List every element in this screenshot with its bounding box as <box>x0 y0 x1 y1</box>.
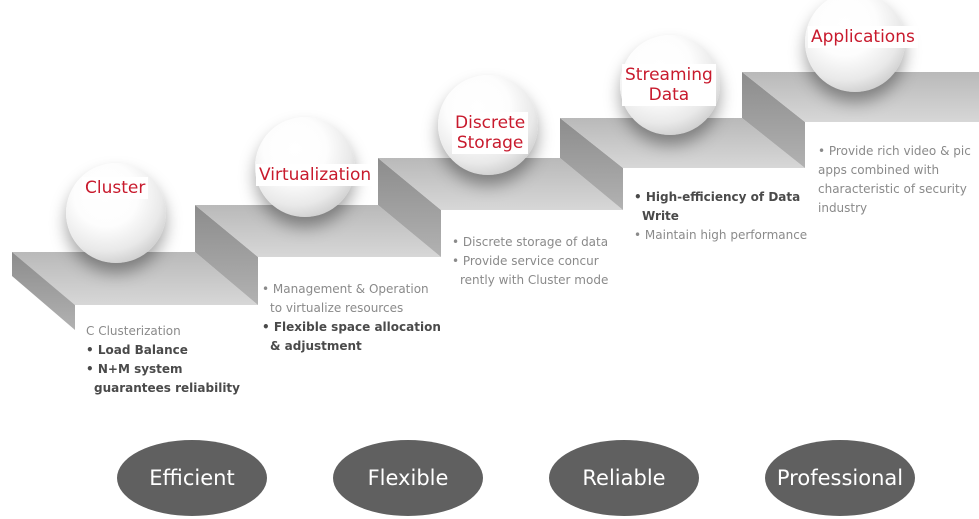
streaming-data-point-1-text: High-efficiency of Data <box>645 190 801 204</box>
discrete-storage-point-1: • Discrete storage of data <box>452 233 608 252</box>
bullet-icon: • <box>86 343 94 357</box>
virtualization-title: Virtualization <box>256 164 375 186</box>
applications-point-1-text: Provide rich video & pic <box>828 144 971 158</box>
bullet-icon: • <box>452 254 460 268</box>
step-1-top <box>12 252 258 305</box>
applications-title: Applications <box>808 26 918 48</box>
discrete-storage-title-line-2: Storage <box>456 133 524 153</box>
cluster-point-3: • N+M system <box>86 360 240 379</box>
discrete-storage-point-1-text: Discrete storage of data <box>462 235 609 249</box>
riser-2 <box>378 158 441 257</box>
riser-4 <box>742 72 805 168</box>
applications-point-1: • Provide rich video & pic <box>818 142 979 161</box>
bullet-icon: • <box>262 320 270 334</box>
pillar-professional: Professional <box>765 440 915 516</box>
streaming-data-point-2-text: Maintain high performance <box>644 228 808 242</box>
streaming-data-point-2: • Maintain high performance <box>634 226 807 245</box>
applications-point-1-cont-1: apps combined with <box>818 163 940 177</box>
streaming-data-title-line-2: Data <box>648 85 690 105</box>
discrete-storage-point-2-text: Provide service concur <box>462 254 599 268</box>
streaming-data-description: • High-efficiency of Data Write • Mainta… <box>634 188 807 245</box>
virtualization-point-1-cont: to virtualize resources <box>270 301 404 315</box>
step-2-top <box>195 205 441 257</box>
cluster-point-3-text: N+M system <box>97 362 183 376</box>
riser-1 <box>195 205 258 305</box>
streaming-data-point-1-cont: Write <box>642 209 679 223</box>
cluster-point-1: C Clusterization <box>86 324 181 338</box>
step-1-front <box>12 252 75 330</box>
bullet-icon: • <box>452 235 460 249</box>
discrete-storage-point-2: • Provide service concur <box>452 252 608 271</box>
discrete-storage-point-2-cont: rently with Cluster mode <box>460 273 609 287</box>
applications-point-1-cont-3: industry <box>818 201 868 215</box>
step-4-top <box>560 118 805 168</box>
cluster-point-2: • Load Balance <box>86 341 240 360</box>
virtualization-description: • Management & Operation to virtualize r… <box>262 280 441 356</box>
step-5-top <box>742 72 979 122</box>
pillar-reliable: Reliable <box>549 440 699 516</box>
virtualization-point-2: • Flexible space allocation <box>262 318 441 337</box>
virtualization-point-1: • Management & Operation <box>262 280 441 299</box>
cluster-description: C Clusterization • Load Balance • N+M sy… <box>86 322 240 398</box>
cluster-point-3-cont: guarantees reliability <box>94 381 240 395</box>
virtualization-point-2-cont: & adjustment <box>270 339 362 353</box>
applications-description: • Provide rich video & pic apps combined… <box>818 142 979 218</box>
discrete-storage-title: Discrete Storage <box>452 112 529 154</box>
streaming-data-title: Streaming Data <box>622 64 716 106</box>
bullet-icon: • <box>818 144 826 158</box>
riser-3 <box>560 118 623 210</box>
applications-point-1-cont-2: characteristic of security <box>818 182 967 196</box>
pillar-flexible: Flexible <box>333 440 483 516</box>
bullet-icon: • <box>262 282 270 296</box>
streaming-data-title-line-1: Streaming <box>625 65 713 85</box>
bullet-icon: • <box>634 190 642 204</box>
bullet-icon: • <box>634 228 642 242</box>
streaming-data-point-1: • High-efficiency of Data <box>634 188 807 207</box>
virtualization-point-2-text: Flexible space allocation <box>273 320 441 334</box>
discrete-storage-title-line-1: Discrete <box>455 113 526 133</box>
virtualization-point-1-text: Management & Operation <box>272 282 429 296</box>
cluster-title: Cluster <box>82 177 149 199</box>
cluster-point-2-text: Load Balance <box>97 343 188 357</box>
bullet-icon: • <box>86 362 94 376</box>
pillar-efficient: Efficient <box>117 440 267 516</box>
step-3-top <box>378 158 623 210</box>
discrete-storage-description: • Discrete storage of data • Provide ser… <box>452 233 608 290</box>
